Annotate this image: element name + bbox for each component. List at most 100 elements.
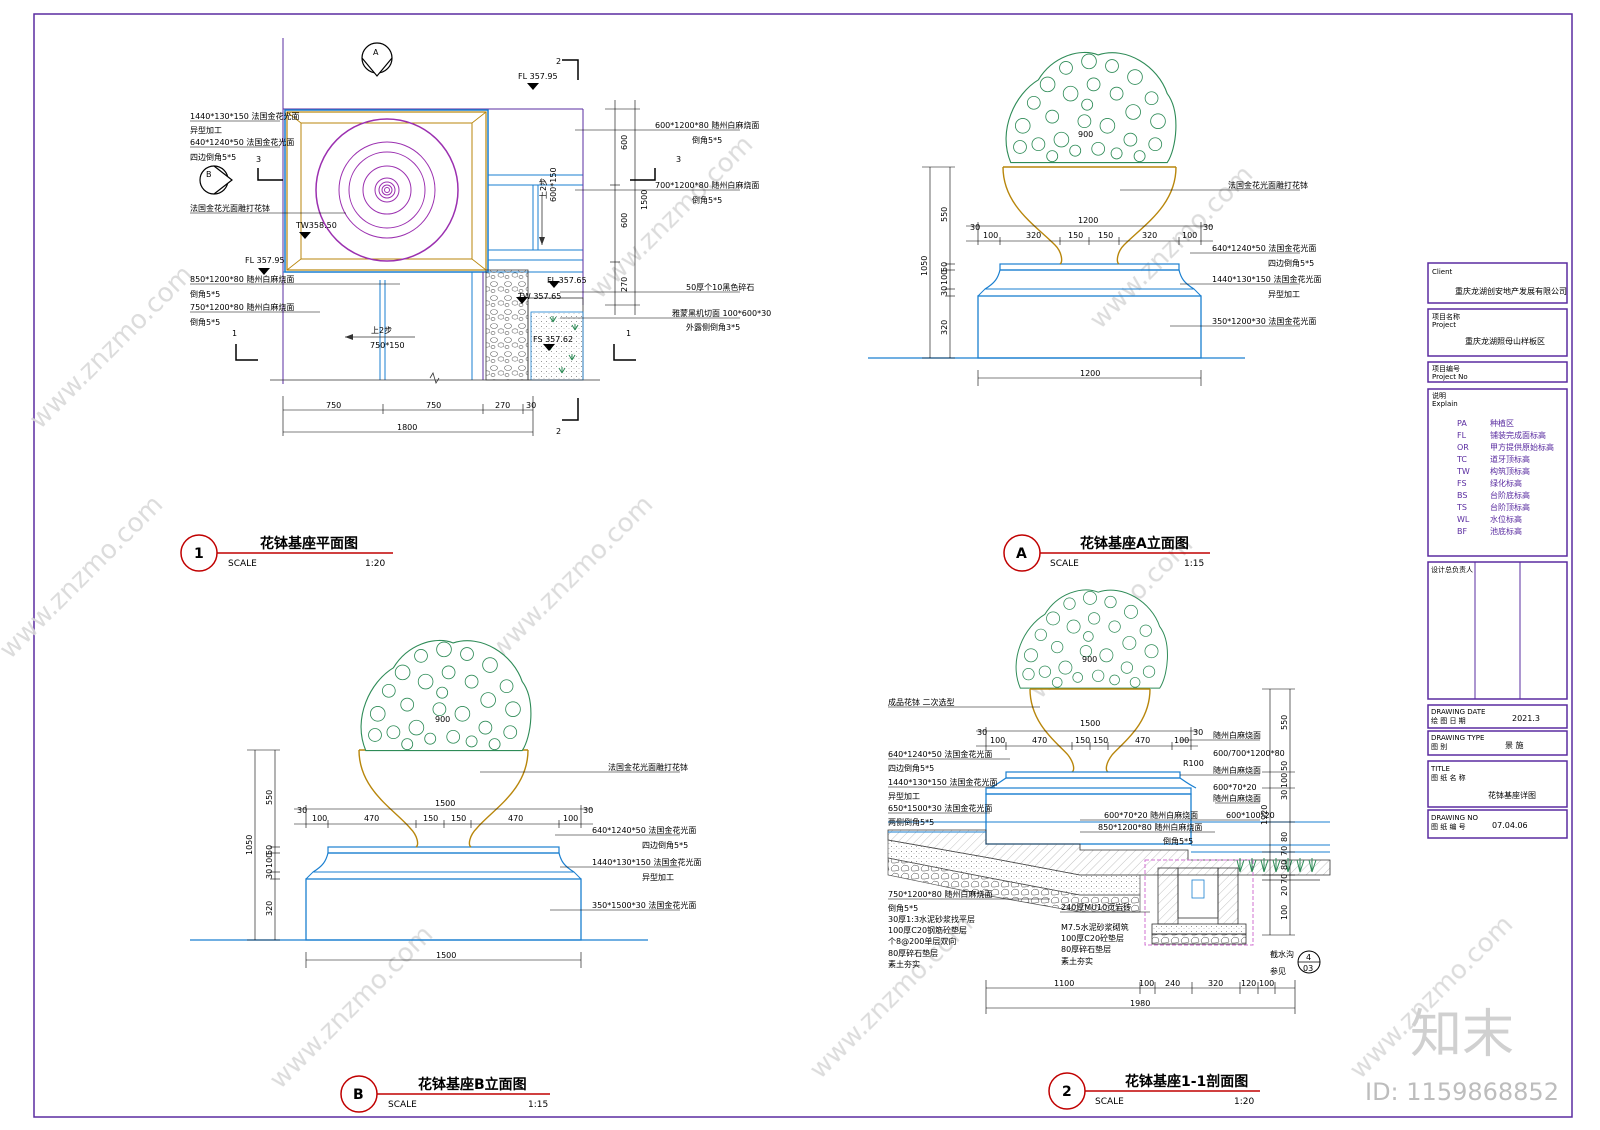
title-label: TITLE [1430,765,1450,773]
material-label: 640*1240*50 法国金花光面 [592,825,696,835]
dim-text: 70 [1280,874,1289,884]
dim-text: 30 [1193,728,1203,737]
radius-label: R100 [1183,759,1204,768]
drawing-date-label: DRAWING DATE [1431,708,1485,716]
section-marker-a: A [361,42,393,77]
project-label-en: Project [1432,321,1456,329]
material-label: 倒角5*5 [190,289,220,299]
drawing-letter: B [353,1087,364,1103]
dim-text: 30 [970,223,980,232]
legend-list: PA 种植区 FL 铺装完成面标高 OR 甲方提供原始标高 TC 道牙顶标高 T… [1456,418,1554,536]
dim-text: 30 [526,401,536,410]
project-name: 重庆龙湖照母山样板区 [1465,336,1545,346]
dim-text: 30 [1280,790,1289,800]
material-label: 雅蒙黑机切面 100*600*30 [672,308,771,318]
section-mark-label: 3 [676,155,681,164]
legend-desc: 道牙顶标高 [1490,454,1530,464]
shrub-section [1015,589,1168,689]
client-label: Client [1432,268,1453,276]
dim-text: 100 [1174,736,1189,745]
material-label: 个8@200单层双向 [888,936,956,946]
material-label: 截水沟 [1270,949,1294,959]
dim-text: 1500 [436,951,456,960]
legend-desc: 构筑顶标高 [1490,466,1530,476]
scale-value: 1:15 [528,1100,548,1110]
material-label: 法国金花光面雕打花钵 [608,762,688,772]
dim-text: 1920 [1260,805,1269,825]
step-text: 上2步 [371,326,392,335]
legend-code: FL [1457,431,1467,440]
dim-text: 1050 [245,835,254,855]
material-label: 随州白麻烧面 [1213,793,1261,803]
section-marker-b: B [199,165,233,195]
dim-text: 550 [265,790,274,805]
legend-code: FS [1457,479,1467,488]
drawing-number: 2 [1062,1084,1072,1100]
material-label: M7.5水泥砂浆砌筑 [1061,922,1129,932]
plan-dims-right [605,100,640,315]
dim-text: 600 [620,135,629,150]
material-label: 100厚C20砼垫层 [1061,933,1124,943]
dim-text: 1200 [1080,369,1100,378]
level-text: FL 357.65 [547,276,587,285]
material-label: 外露侧倒角3*5 [686,322,740,332]
dim-text: 600 [620,213,629,228]
dim-text: 270 [620,277,629,292]
material-label: 350*1500*30 法国金花光面 [592,900,696,910]
section-mark-label: B [206,170,212,179]
dim-text: 320 [940,320,949,335]
dim-text: 240 [1165,979,1180,988]
dim-text: 100 [563,814,578,823]
dim-text: 50 [940,262,949,272]
plan-title: 1 花钵基座平面图 SCALE 1:20 [180,534,393,572]
material-label: 异型加工 [1268,289,1300,299]
project-label: 项目名称 [1432,312,1460,321]
material-label: 倒角5*5 [692,195,722,205]
level-text: FL 357.95 [518,72,558,81]
project-no-label: 项目编号 [1432,364,1460,373]
section-mark-label: 2 [556,57,561,66]
dim-text: 30 [1203,223,1213,232]
dim-text: 1500 [640,190,649,210]
material-label: 750*1200*80 随州白麻烧面 [190,302,294,312]
dim-text: 150 [423,814,438,823]
dim-text: 470 [508,814,523,823]
plan-view: A B 1 1 2 2 3 3 FL 357.95 TW3 [180,38,771,572]
drawing-number: 1 [194,546,204,562]
material-label: 四边倒角5*5 [642,840,688,850]
material-label: 1440*130*150 法国金花光面 [190,111,299,121]
scale-value: 1:20 [365,559,385,569]
scale-label: SCALE [228,559,257,569]
dim-text: 20 [1280,886,1289,896]
dim-text: 1050 [920,256,929,276]
drawing-letter: A [1016,546,1027,562]
dim-text: 900 [1078,130,1093,139]
dim-text: 100 [1182,231,1197,240]
section-title: 2 花钵基座1-1剖面图 SCALE 1:20 [1048,1072,1260,1110]
dim-text: 470 [1135,736,1150,745]
material-label: 倒角5*5 [888,903,918,913]
pebble-area [485,269,529,381]
brand-logo-text: 知末 [1410,1005,1514,1065]
project-no-label-en: Project No [1432,373,1468,381]
material-label: 600*70*20 随州白麻烧面 [1104,810,1198,820]
dim-text: 1980 [1130,999,1150,1008]
dim-text: 100 [983,231,998,240]
legend-desc: 甲方提供原始标高 [1490,442,1554,452]
dim-text: 1800 [397,423,417,432]
material-label: 1440*130*150 法国金花光面 [592,857,701,867]
scale-label: SCALE [388,1100,417,1110]
step-text: 上2步 [539,178,548,199]
detail-ref-top: 4 [1306,953,1311,962]
legend-desc: 铺装完成面标高 [1490,430,1546,440]
dim-text: 120 [1241,979,1256,988]
dim-text: 80 [1280,860,1289,870]
legend-code: TS [1456,503,1467,512]
section-mark-label: 2 [556,427,561,436]
material-label: 1440*130*150 法国金花光面 [1212,274,1321,284]
dim-text: 80 [1280,832,1289,842]
material-label: 600*100*20 [1226,811,1275,820]
legend-code: TW [1456,467,1470,476]
legend-code: OR [1457,443,1469,452]
